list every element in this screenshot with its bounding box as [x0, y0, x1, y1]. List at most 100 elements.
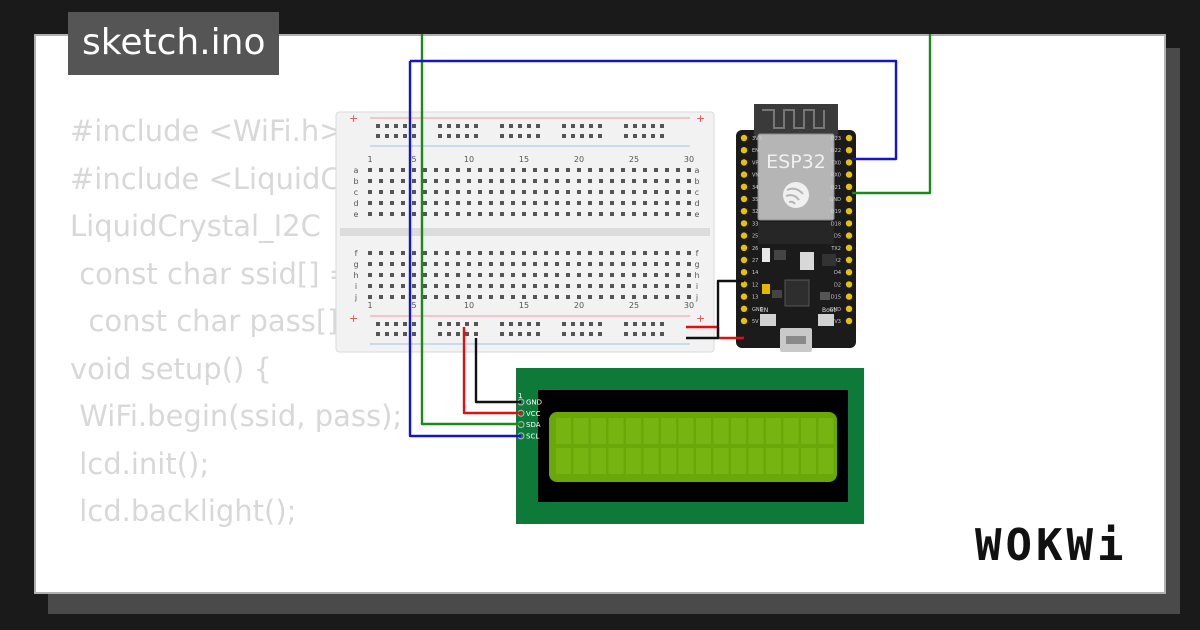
esp32-pin-label: VP: [752, 160, 758, 166]
boot-button[interactable]: [818, 314, 834, 326]
esp32-chip-label: ESP32: [766, 151, 826, 173]
esp32-pin-label: TX2: [830, 246, 841, 252]
esp32-pin[interactable]: [845, 281, 853, 288]
esp32-pin[interactable]: [845, 293, 853, 300]
lcd-char-cell: [783, 448, 799, 474]
esp32-pin-label: VN: [752, 173, 759, 179]
lcd-char-cell: [556, 418, 571, 444]
code-line: void setup() {: [70, 351, 272, 386]
lcd-char-cell: [678, 448, 694, 474]
breadboard-row-letter: i: [696, 282, 698, 291]
lcd-pin-label: GND: [526, 399, 542, 407]
breadboard-column-number: 30: [684, 155, 694, 164]
breadboard-row-letter: b: [353, 177, 358, 186]
breadboard-row-letter: j: [695, 293, 698, 302]
esp32-pin[interactable]: [845, 269, 853, 276]
lcd-pin-label: SCL: [526, 432, 539, 440]
breadboard-row-letter: e: [354, 210, 359, 219]
esp32-pin[interactable]: [845, 244, 853, 251]
espressif-logo: [783, 182, 809, 208]
wire-black-ground: [686, 279, 744, 340]
rail-plus-label: +: [349, 112, 358, 125]
esp32-pin[interactable]: [740, 293, 748, 300]
esp32-pin[interactable]: [845, 256, 853, 264]
esp32-pin[interactable]: [845, 183, 853, 190]
breadboard-column-number: 25: [629, 301, 639, 310]
esp32-pin-label: EN: [752, 148, 759, 154]
lcd-char-cell: [678, 418, 694, 444]
lcd-character-grid: [556, 418, 834, 474]
esp32-pin[interactable]: [740, 269, 748, 276]
esp32-pin[interactable]: [740, 281, 748, 288]
lcd-char-cell: [643, 418, 659, 444]
rail-plus-label: +: [349, 312, 358, 325]
esp32-board[interactable]: ESP32 3V3ENVPVN34353233252627141213GND5V…: [736, 104, 856, 352]
esp32-pin-label: 14: [752, 270, 758, 276]
esp32-pin-label: RX0: [831, 173, 841, 179]
esp32-pin[interactable]: [740, 171, 748, 178]
breadboard-row-letter: f: [355, 249, 358, 258]
esp32-pin[interactable]: [740, 317, 748, 325]
breadboard-row-letter: i: [355, 282, 357, 291]
code-line: lcd.setCursor(0, 0);: [70, 583, 402, 592]
wire-blue-scl: [408, 61, 521, 438]
code-line: LiquidCrystal_I2C: [70, 209, 321, 243]
esp32-pin-label: 3V3: [752, 136, 762, 142]
lcd-char-cell: [608, 418, 624, 444]
en-button[interactable]: [760, 314, 776, 326]
code-line: const char pass[]: [70, 304, 339, 338]
wires: [408, 34, 932, 438]
esp32-pin[interactable]: [845, 195, 853, 203]
esp32-pin[interactable]: [740, 244, 748, 251]
esp32-pin-label: D19: [831, 209, 841, 215]
esp32-pin[interactable]: [845, 159, 853, 166]
breadboard-column-number: 15: [519, 301, 529, 310]
lcd-char-cell: [731, 448, 746, 474]
code-line: WiFi.begin(ssid, pass);: [70, 399, 403, 433]
lcd-char-cell: [573, 418, 589, 444]
esp32-pin-label: 25: [752, 234, 758, 240]
breadboard-row-letter: d: [694, 199, 699, 208]
esp32-pin[interactable]: [845, 147, 853, 154]
esp32-pin[interactable]: [845, 232, 853, 239]
esp32-pin[interactable]: [845, 171, 853, 178]
esp32-pin-label: 33: [752, 221, 758, 227]
esp32-pin[interactable]: [740, 183, 748, 190]
esp32-pin[interactable]: [740, 208, 748, 215]
esp32-pin-label: 26: [752, 246, 758, 252]
esp32-pin[interactable]: [845, 220, 853, 227]
breadboard-column-number: 30: [684, 301, 694, 310]
esp32-pin[interactable]: [740, 195, 748, 203]
file-tab[interactable]: sketch.ino: [68, 12, 280, 75]
breadboard-column-number: 1: [367, 155, 372, 164]
esp32-pin[interactable]: [845, 317, 853, 325]
breadboard-row-letter: b: [694, 177, 699, 186]
wire-green-esp32: [852, 34, 932, 195]
esp32-pin[interactable]: [740, 220, 748, 227]
esp32-pin[interactable]: [740, 305, 748, 312]
code-line: lcd.init();: [70, 446, 210, 481]
esp32-pin[interactable]: [740, 159, 748, 166]
esp32-pin[interactable]: [740, 256, 748, 264]
esp32-pin-label: 13: [752, 295, 758, 301]
breadboard-row-letter: f: [696, 249, 699, 258]
breadboard-row-letter: h: [353, 271, 358, 280]
esp32-pin[interactable]: [740, 232, 748, 239]
breadboard-column-number: 20: [574, 301, 584, 310]
breadboard-row-letter: c: [695, 188, 699, 197]
esp32-pin[interactable]: [740, 147, 748, 154]
esp32-pin-label: D23: [831, 136, 841, 142]
esp32-pin-label: D4: [834, 270, 841, 276]
breadboard-row-letter: e: [695, 210, 700, 219]
esp32-pin[interactable]: [845, 305, 853, 312]
breadboard-row-letter: g: [353, 260, 358, 269]
esp32-pin-label: D18: [831, 221, 841, 227]
esp32-pin-label: 12: [752, 282, 758, 288]
esp32-pin[interactable]: [845, 134, 853, 142]
esp32-pin[interactable]: [845, 208, 853, 215]
esp32-pin[interactable]: [740, 134, 748, 142]
breadboard-row-letter: a: [354, 166, 359, 175]
